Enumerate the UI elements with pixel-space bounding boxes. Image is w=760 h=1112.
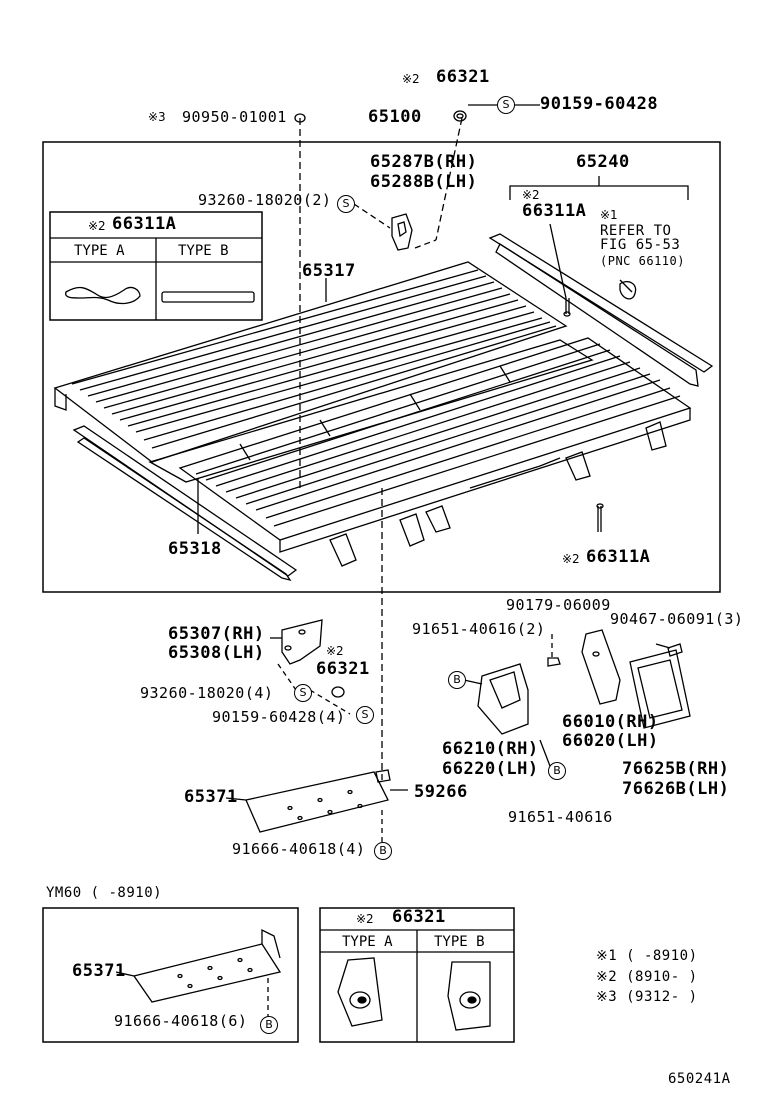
label-59266: 59266 [414,782,468,802]
inset-66321-type-a: TYPE A [342,934,393,950]
label-90159: 90159-60428(4) [212,708,346,726]
plate-ym60-icon [132,928,282,1003]
mark-3-90950: ※3 [148,110,166,124]
ym60-header: YM60 ( -8910) [46,885,163,901]
ym60-label-91666: 91666-40618(6) [114,1012,248,1030]
s-mark-93260: S [337,195,355,213]
label-66321-top: 66321 [436,67,490,87]
label-93260: 93260-18020(4) [140,684,274,702]
legend-line-3: ※3 (9312- ) [596,989,698,1005]
label-66311A-bot: 66311A [586,547,651,567]
mark-2-66311A-bot: ※2 [562,552,580,566]
label-65240: 65240 [576,152,630,172]
s-mark-93260-lower: S [294,684,312,702]
mark-2-66321: ※2 [402,72,420,86]
gasket-76625-icon [629,649,691,729]
b-mark-91666: B [374,842,392,860]
label-65371: 65371 [184,787,238,807]
label-66210: 66210(RH) [442,739,539,759]
clip-66321-top-icon [453,110,467,122]
b-mark-91651-bot: B [548,762,566,780]
side-rail-icon [72,425,298,582]
label-66010: 66010(RH) [562,712,659,732]
underside-stubs-icon [329,421,667,567]
label-66220: 66220(LH) [442,759,539,779]
label-90950: 90950-01001 [182,108,287,126]
ym60-box-frame [42,907,299,1043]
bolt-66311A-bottom-icon [596,503,604,532]
label-76626: 76626B(LH) [622,779,730,799]
figure-id: 650241A [668,1071,731,1087]
refer-line-1: REFER TO [600,223,672,239]
inset-66311A-type-b: TYPE B [178,243,229,259]
floor-panel-65317-icon [53,261,568,463]
inset-66311A-title: 66311A [112,214,177,234]
s-mark-90159-lower: S [356,706,374,724]
plate-65371-icon [245,771,389,833]
label-65308: 65308(LH) [168,643,265,663]
label-65318: 65318 [168,539,222,559]
bolt-66311A-top-icon [563,298,571,317]
label-91651-bot: 91651-40616 [508,808,613,826]
bracket-65307-icon [281,619,323,665]
inset-66311A-mark: ※2 [88,219,106,233]
inset-66321-mark: ※2 [356,912,374,926]
label-66020: 66020(LH) [562,731,659,751]
b-mark-ym60: B [260,1016,278,1034]
label-65317: 65317 [302,261,356,281]
inset-66321-title: 66321 [392,907,446,927]
label-90467: 90467-06091(3) [610,610,744,628]
s-mark-top: S [497,96,515,114]
refer-line-2: FIG 65-53 [600,237,681,253]
label-66321-lower: 66321 [316,659,370,679]
label-91651-top: 91651-40616(2) [412,620,546,638]
inset-66311A-frame [49,211,263,321]
rail-65240-icon [488,233,714,387]
inset-66321-frame [319,907,515,1043]
label-65307: 65307(RH) [168,624,265,644]
b-mark-91651-top: B [448,671,466,689]
inset-66311A-type-a: TYPE A [74,243,125,259]
ym60-label-65371: 65371 [72,961,126,981]
bracket-65287-icon [391,213,413,251]
label-65100: 65100 [368,107,422,127]
label-90159-top: 90159-60428 [540,94,659,114]
label-91666: 91666-40618(4) [232,840,366,858]
inset-66321-type-b: TYPE B [434,934,485,950]
label-93260-top: 93260-18020(2) [198,191,332,209]
label-65287: 65287B(RH) [370,152,478,172]
mark-2-66321-lower: ※2 [326,644,344,658]
clip-66321-lower-icon [331,686,345,698]
mark-1-refer: ※1 [600,208,618,222]
legend-line-1: ※1 ( -8910) [596,948,698,964]
bracket-66010-icon [581,629,621,705]
label-76625: 76625B(RH) [622,759,730,779]
legend-line-2: ※2 (8910- ) [596,969,698,985]
label-65288: 65288B(LH) [370,172,478,192]
floor-panel-65318-icon [178,337,692,553]
label-66311A-top: 66311A [522,201,587,221]
mark-2-66311A: ※2 [522,188,540,202]
refer-line-3: (PNC 66110) [600,254,685,268]
nut-90179-icon [547,657,561,667]
label-90179: 90179-06009 [506,596,611,614]
plug-90950-icon [294,113,306,123]
screw-90467-icon [667,643,683,657]
clip-59266-icon [375,769,391,783]
bracket-66210-icon [477,663,529,735]
